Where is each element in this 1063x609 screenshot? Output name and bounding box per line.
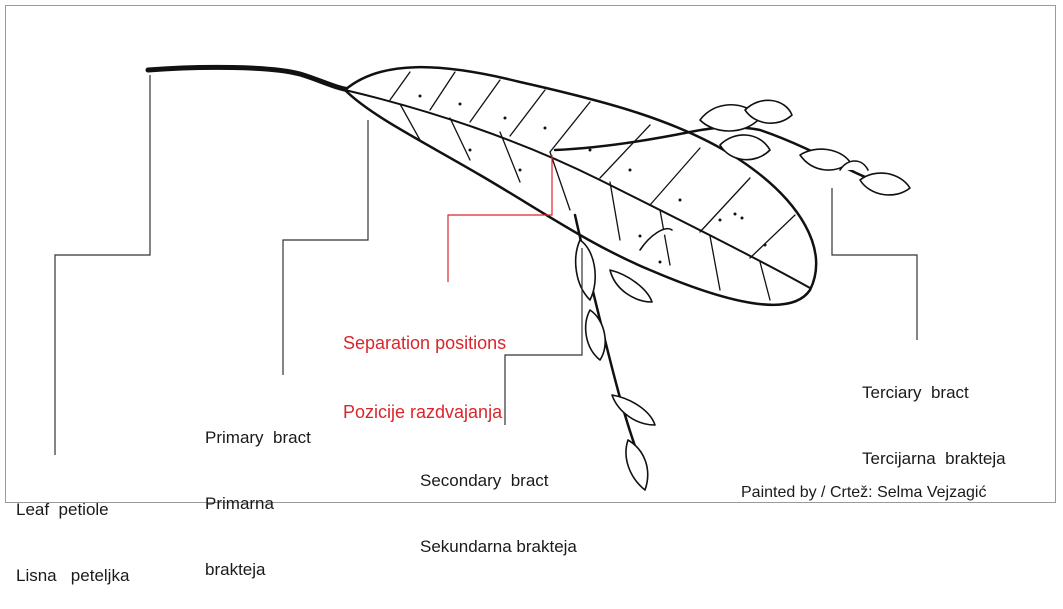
terciary-bract-label-bs: Tercijarna brakteja <box>862 448 1006 470</box>
leaf-petiole-label-bs: Lisna peteljka <box>16 565 129 587</box>
secondary-bract-label-en: Secondary bract <box>420 470 577 492</box>
artist-credit: Painted by / Crtež: Selma Vejzagić <box>741 482 986 504</box>
primary-bract-label: Primary bract Primarna brakteja <box>205 383 311 603</box>
separation-positions-label: Separation positions Pozicije razdvajanj… <box>343 286 506 447</box>
leaf-petiole-label: Leaf petiole Lisna peteljka <box>16 455 129 609</box>
secondary-bract-leader <box>505 248 582 425</box>
separation-positions-label-en: Separation positions <box>343 332 506 355</box>
petiole <box>148 67 350 90</box>
terciary-bract-label-en: Terciary bract <box>862 382 1006 404</box>
terciary-bract-leader <box>832 188 917 340</box>
leaf-petiole-leader <box>55 75 150 455</box>
secondary-bract-label: Secondary bract Sekundarna brakteja <box>420 426 577 580</box>
leaf-petiole-label-en: Leaf petiole <box>16 499 129 521</box>
separation-positions-label-bs: Pozicije razdvajanja <box>343 401 506 424</box>
terciary-bract-label: Terciary bract Tercijarna brakteja <box>862 338 1006 492</box>
primary-bract-label-bs-1: Primarna <box>205 493 311 515</box>
primary-bract-label-en: Primary bract <box>205 427 311 449</box>
primary-bract-label-bs-2: brakteja <box>205 559 311 581</box>
secondary-bract-label-bs: Sekundarna brakteja <box>420 536 577 558</box>
